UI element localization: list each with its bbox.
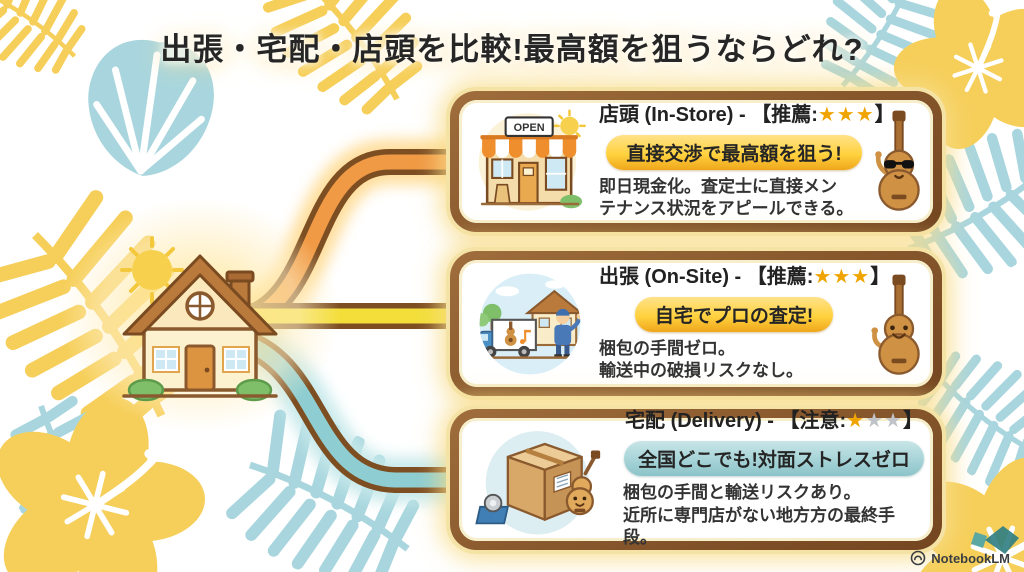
delivery-person-icon [554,308,581,358]
notebooklm-logo-icon [910,550,926,566]
music-note-icon [519,329,531,344]
card-on-site: 出張 (On-Site) - 【推薦:★★★】 自宅でプロの査定! 梱包の手間ゼ… [450,251,942,396]
open-sign: OPEN [504,115,554,137]
star-rating: ★ [846,410,866,433]
tape-dispenser-icon [475,493,509,524]
card-in-store: OPEN 店頭 (In-Store) - 【推薦:★★★】 直接交渉で最高額を狙… [450,91,942,232]
window-icon [152,346,180,373]
bush-icon [560,194,583,208]
highlight-badge: 全国どこでも!対面ストレスゼロ [624,441,924,477]
window-icon [222,346,250,373]
star-rating: ★★★ [817,103,875,126]
star-rating: ★★★ [813,265,871,288]
awning-icon [480,134,578,158]
shipping-label-icon [553,470,572,493]
card-delivery: 宅配 (Delivery) - 【注意:★★★】 全国どこでも!対面ストレスゼロ… [450,409,942,550]
card-title: 店頭 (In-Store) - 【推薦:★★★】 [599,103,895,126]
page-title: 出張・宅配・店頭を比較!最高額を狙うならどれ? [160,32,864,67]
cardboard-box-icon [506,442,583,521]
card-title: 宅配 (Delivery) - 【注意:★★★】 [625,410,923,433]
card-body: 即日現金化。査定士に直接メン テナンス状況をアピールできる。 [599,176,854,218]
card-body: 梱包の手間と輸送リスクあり。 近所に専門店がない地方方の最終手段。 [623,483,895,548]
card-body: 梱包の手間ゼロ。 輸送中の破損リスクなし。 [599,338,803,380]
guitar-smile-icon [871,269,927,381]
svg-text:OPEN: OPEN [514,121,545,133]
guitar-icon [504,320,517,346]
notebooklm-watermark: NotebookLM [910,550,1010,566]
guitar-sunglasses-icon [871,105,927,217]
highlight-badge: 自宅でプロの査定! [634,296,834,332]
sign-board-icon [493,183,511,204]
package-box-icon [467,420,617,540]
guitar-face-icon [565,449,601,515]
title-bar: 出張・宅配・店頭を比較!最高額を狙うならどれ? [0,24,1024,69]
storefront-icon: OPEN [467,103,593,221]
moving-truck-icon [467,265,593,383]
highlight-badge: 直接交渉で最高額を狙う! [606,134,862,170]
card-title: 出張 (On-Site) - 【推薦:★★★】 [599,265,891,288]
watermark-label: NotebookLM [931,550,1010,566]
house-icon [120,236,278,402]
home-illustration [100,232,300,412]
